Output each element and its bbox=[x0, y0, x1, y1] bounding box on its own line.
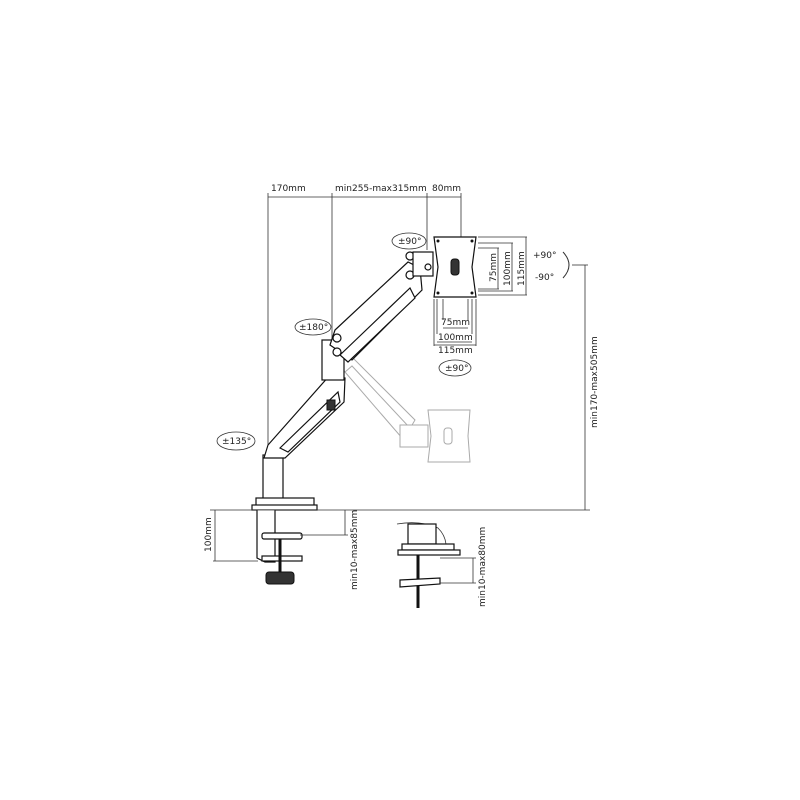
grommet-mount bbox=[396, 522, 476, 608]
vesa-vertical-dimensions bbox=[478, 236, 527, 296]
grommet-desk-thickness-label: min10-max80mm bbox=[478, 527, 488, 607]
elbow-rotation-label: ±180° bbox=[299, 323, 328, 333]
arm-reach-label: min255-max315mm bbox=[335, 184, 427, 194]
head-offset-label: 80mm bbox=[432, 184, 461, 194]
vesa-v-75-label: 75mm bbox=[489, 253, 499, 282]
height-range-label: min170-max505mm bbox=[590, 336, 600, 428]
rotation-badge-rotate: ±90° bbox=[438, 359, 472, 377]
clamp-base bbox=[251, 454, 318, 585]
rotation-badge-head: ±90° bbox=[391, 232, 427, 250]
rotation-badge-elbow: ±180° bbox=[294, 318, 332, 336]
rotation-badge-tilt: +90° -90° bbox=[533, 251, 570, 283]
vesa-v-115-label: 115mm bbox=[517, 251, 527, 286]
upper-arm bbox=[329, 251, 434, 363]
rotation-badge-base: ±135° bbox=[216, 431, 256, 451]
rotate-label: ±90° bbox=[445, 364, 469, 374]
lower-arm bbox=[263, 339, 346, 459]
vesa-h-115-label: 115mm bbox=[438, 346, 473, 356]
clamp-dimensions bbox=[213, 510, 348, 562]
base-rotation-label: ±135° bbox=[222, 437, 251, 447]
vesa-plate bbox=[433, 236, 477, 298]
head-swivel-label: ±90° bbox=[398, 237, 422, 247]
vesa-horizontal-dimensions bbox=[433, 299, 477, 346]
clamp-height-label: 100mm bbox=[204, 517, 214, 552]
height-dimension bbox=[210, 264, 590, 511]
vesa-h-100-label: 100mm bbox=[438, 333, 473, 343]
tilt-arrow-icon bbox=[562, 251, 570, 279]
tilt-down-label: -90° bbox=[535, 273, 554, 283]
ghost-arm-position bbox=[337, 354, 471, 463]
base-offset-label: 170mm bbox=[271, 184, 306, 194]
vesa-v-100-label: 100mm bbox=[503, 251, 513, 286]
vesa-h-75-label: 75mm bbox=[441, 318, 470, 328]
tilt-up-label: +90° bbox=[533, 251, 557, 261]
clamp-desk-thickness-label: min10-max85mm bbox=[350, 510, 360, 590]
